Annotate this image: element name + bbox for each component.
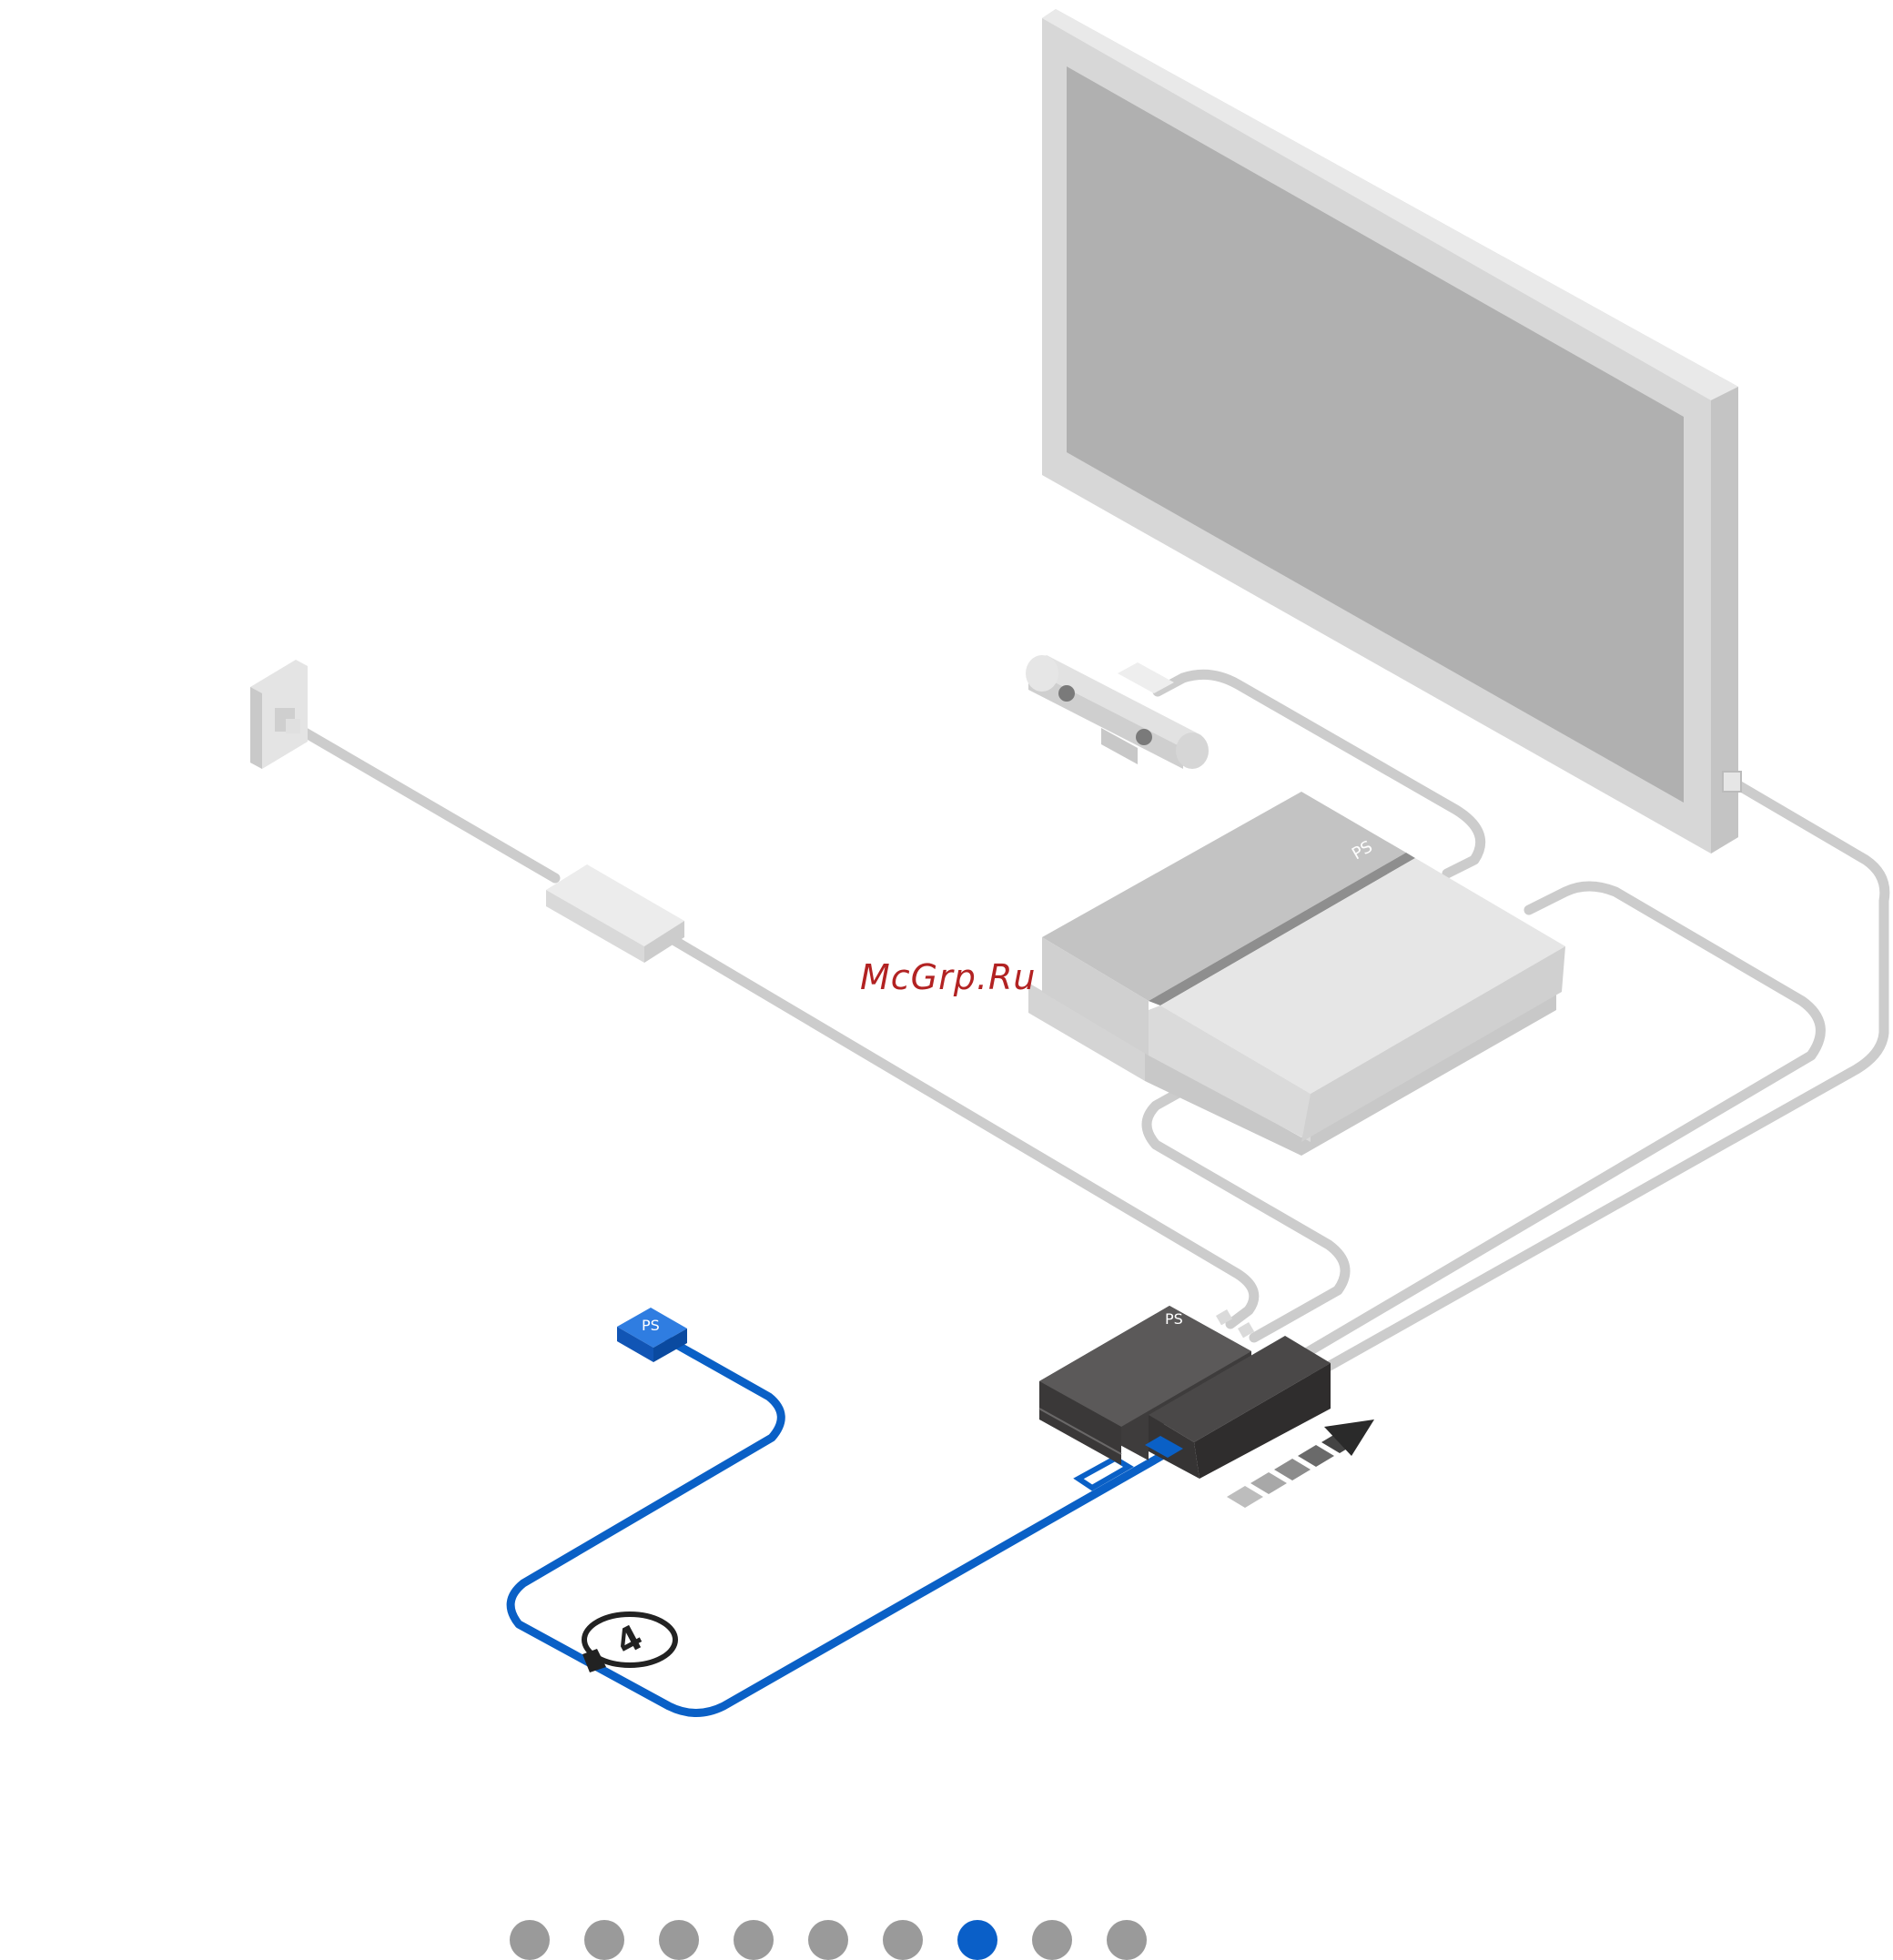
- pagination-dot-9[interactable]: [1107, 1920, 1147, 1960]
- wall-outlet: [250, 660, 308, 769]
- processor-unit: PS: [1038, 1306, 1331, 1479]
- insert-arrow: [1227, 1419, 1374, 1508]
- usb-cable-ps4: [1296, 881, 1826, 1361]
- pagination-dot-8[interactable]: [1032, 1920, 1072, 1960]
- pagination-dot-4[interactable]: [734, 1920, 774, 1960]
- power-cable-adapter: [668, 935, 1260, 1329]
- ac-adapter: [546, 864, 684, 963]
- power-cable-wall: [295, 724, 561, 884]
- pagination-dot-6[interactable]: [883, 1920, 923, 1960]
- pagination-dot-1[interactable]: [510, 1920, 550, 1960]
- gray-cables: [295, 669, 1890, 1379]
- blue-cables: [506, 1336, 1169, 1717]
- vr-headset-plug: PS: [617, 1308, 687, 1362]
- pagination-dot-3[interactable]: [659, 1920, 699, 1960]
- television: [1042, 9, 1742, 854]
- hdmi-cable-tv: [1310, 777, 1890, 1379]
- unit-connectors: [1215, 1309, 1255, 1339]
- ps-camera: [1026, 655, 1209, 769]
- pagination-dot-2[interactable]: [584, 1920, 624, 1960]
- pagination-dot-5[interactable]: [808, 1920, 848, 1960]
- cable-connector: [1073, 1455, 1134, 1491]
- step-badge: 4: [582, 1611, 678, 1672]
- pagination-dot-7[interactable]: [957, 1920, 997, 1960]
- watermark-text: McGrp.Ru: [860, 957, 1037, 997]
- svg-text:PS: PS: [642, 1317, 660, 1334]
- vr-headset-cable: [506, 1336, 1169, 1717]
- pagination-dots: [0, 1920, 1893, 1960]
- svg-text:PS: PS: [1165, 1310, 1183, 1328]
- hdmi-cable-ps4: [1141, 1065, 1351, 1343]
- ps4-console: PS: [1028, 792, 1565, 1156]
- camera-cable: [1152, 669, 1486, 879]
